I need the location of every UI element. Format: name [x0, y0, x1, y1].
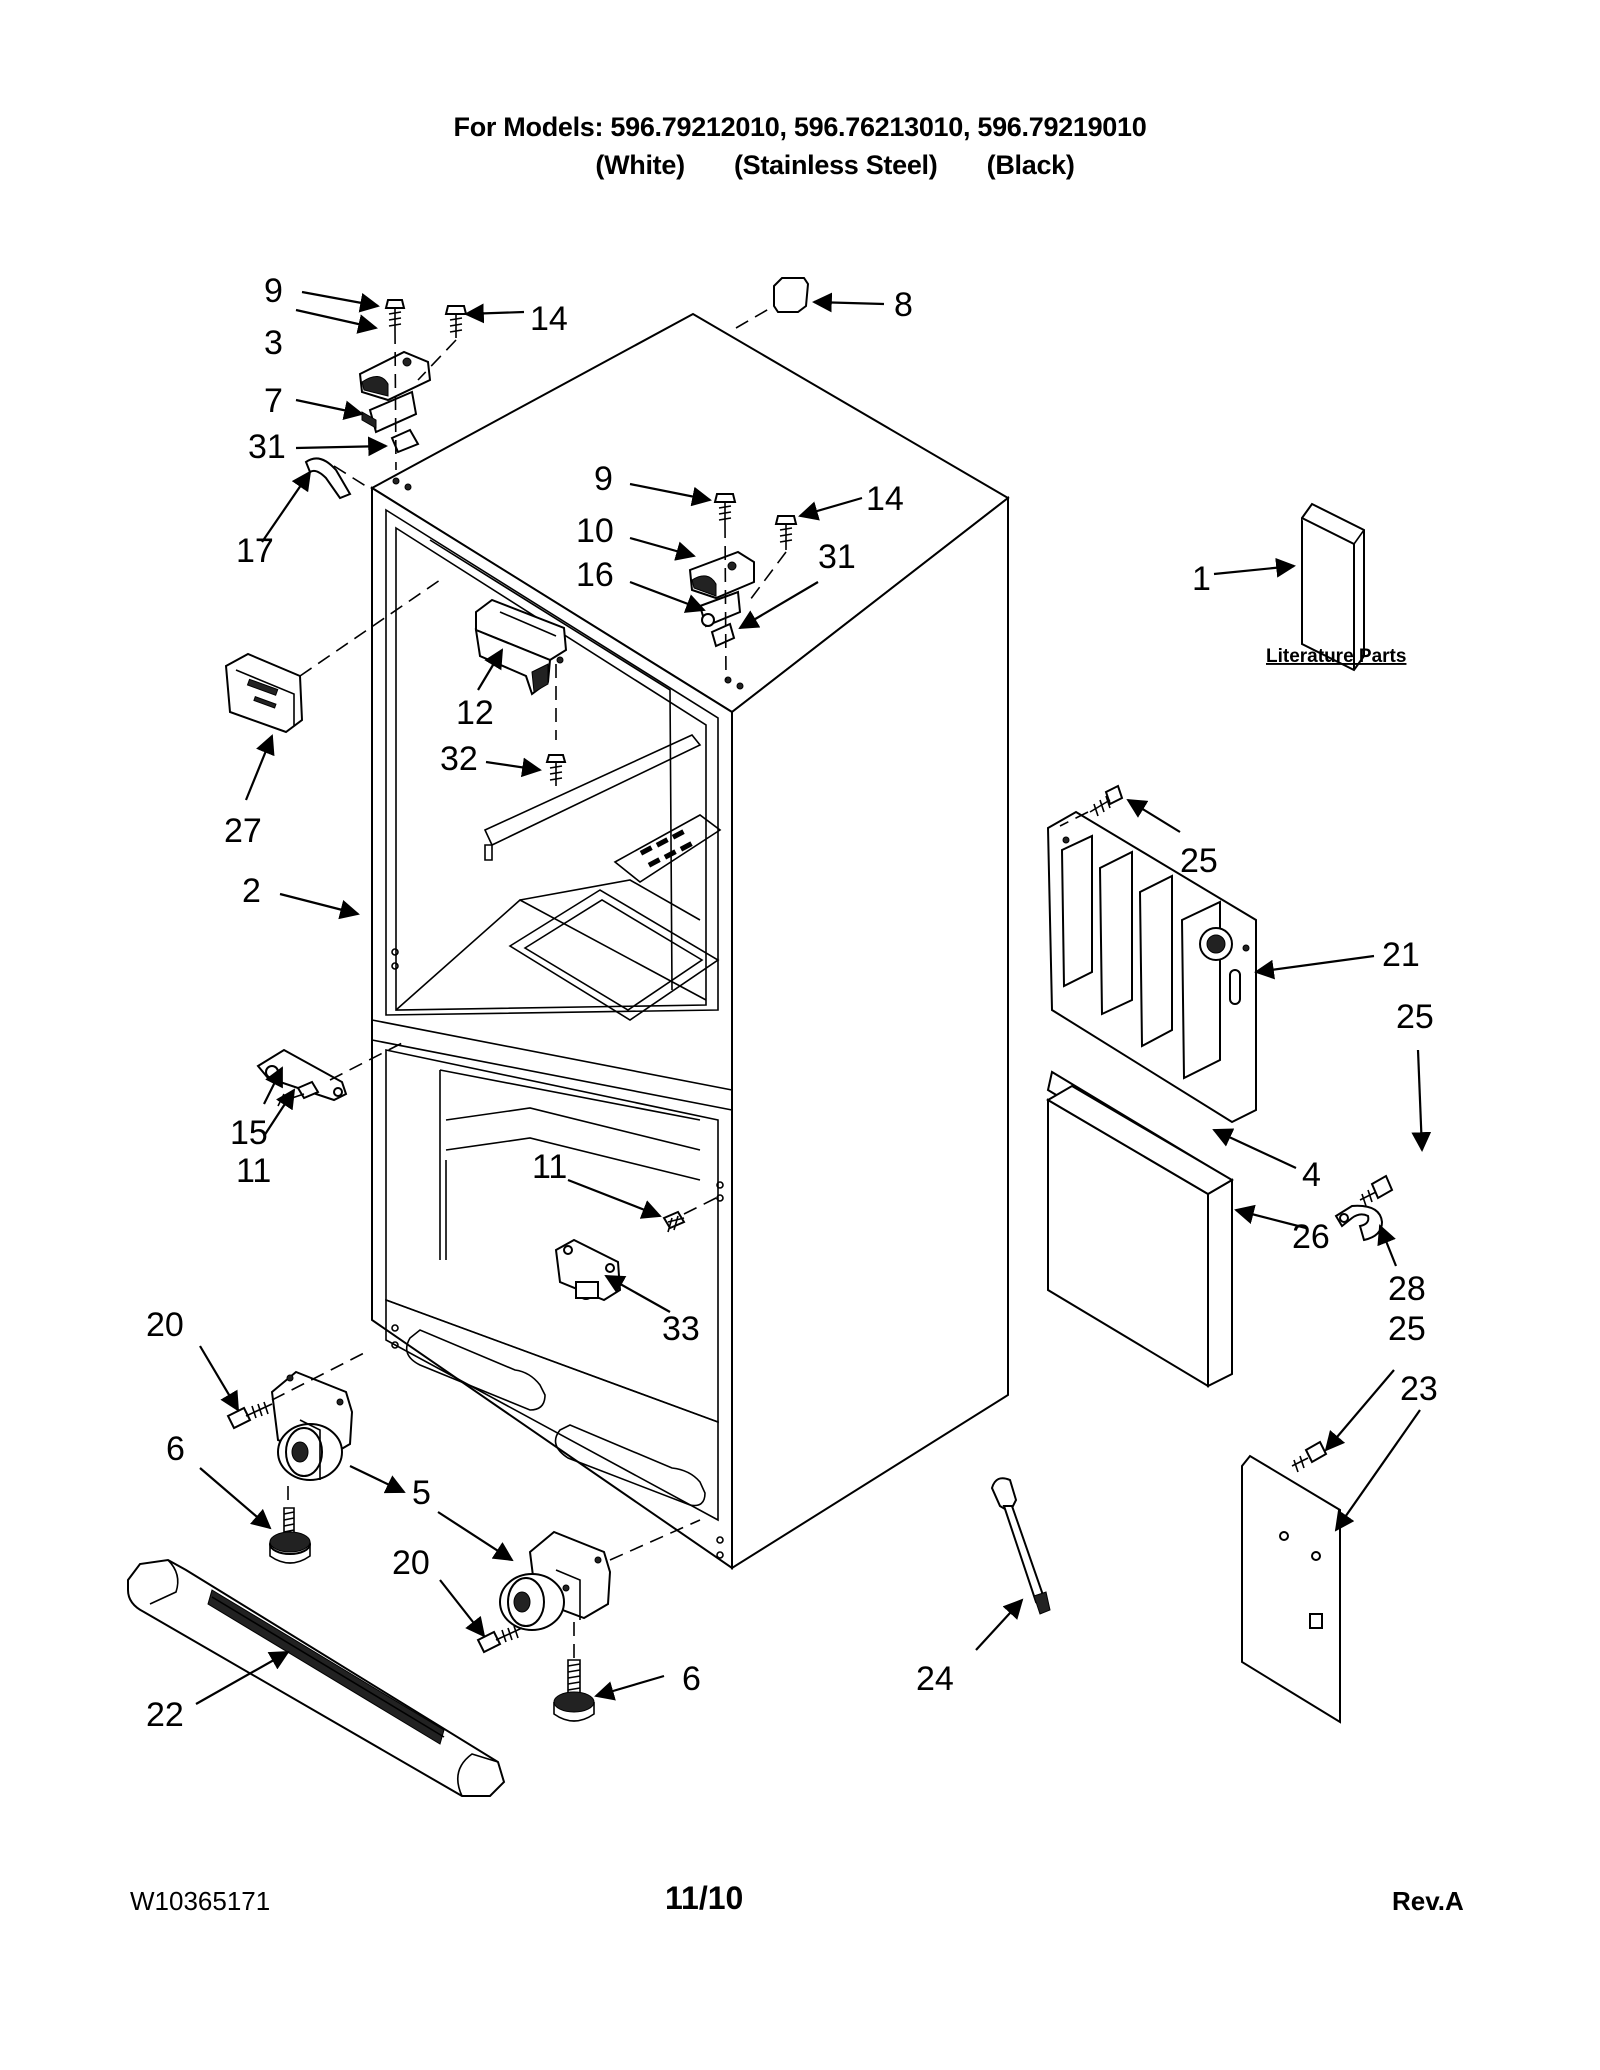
callout-6-left: 6: [166, 1430, 185, 1468]
revision-label: Rev.A: [1392, 1886, 1464, 1916]
control-panel-overlay: [224, 579, 441, 734]
callout-9-left: 9: [264, 272, 283, 310]
label-8-patch: [773, 277, 810, 313]
callout-8: 8: [894, 286, 913, 324]
callout-5: 5: [412, 1474, 431, 1512]
callout-25-low: 25: [1388, 1310, 1426, 1348]
callout-4: 4: [1302, 1156, 1321, 1194]
callout-31-right: 31: [818, 538, 856, 576]
callout-26: 26: [1292, 1218, 1330, 1256]
callout-9-right: 9: [594, 460, 613, 498]
callout-22: 22: [146, 1696, 184, 1734]
compressor-access-cover: [1241, 1440, 1341, 1724]
models-line: For Models: 596.79212010, 596.76213010, …: [453, 112, 1147, 142]
color-white: (White): [595, 150, 685, 180]
callout-10: 10: [576, 512, 614, 550]
callout-17: 17: [236, 532, 274, 570]
callout-21: 21: [1382, 936, 1420, 974]
document-date: 11/10: [665, 1880, 744, 1916]
callout-24: 24: [916, 1660, 954, 1698]
callout-27: 27: [224, 812, 262, 850]
callout-3: 3: [264, 324, 283, 362]
callout-6-right: 6: [682, 1660, 701, 1698]
right-top-hinge: [688, 493, 798, 681]
callout-11-left: 11: [236, 1152, 271, 1190]
callout-15: 15: [230, 1114, 268, 1152]
callout-20-right: 20: [392, 1544, 430, 1582]
left-top-hinge: [304, 299, 468, 500]
lower-hinge-bracket: [554, 1195, 721, 1302]
callout-12: 12: [456, 694, 494, 732]
callout-7: 7: [264, 382, 283, 420]
callout-25-mid: 25: [1396, 998, 1434, 1036]
callout-numbers: 9 14 3 7 31 17 8 9 14 10 16 31 1 12 32 2…: [146, 272, 1438, 1734]
color-black: (Black): [986, 150, 1075, 180]
left-roller-assembly: [226, 1349, 371, 1564]
callout-1: 1: [1192, 560, 1211, 598]
literature-parts-label: Literature Parts: [1266, 646, 1406, 667]
base-grille: [127, 1558, 506, 1797]
leader-lines: [195, 290, 1432, 1705]
literature-manual: [1301, 502, 1365, 672]
callout-11-right: 11: [532, 1148, 567, 1186]
rear-panel: [1046, 1084, 1234, 1388]
tubing-clip: [1334, 1174, 1394, 1242]
control-housing: [474, 598, 568, 786]
right-roller-assembly: [476, 1519, 701, 1722]
model-colors: (White) (Stainless Steel) (Black): [0, 150, 1600, 181]
callout-23: 23: [1400, 1370, 1438, 1408]
document-number: W10365171: [130, 1886, 271, 1916]
leveling-wrench: [990, 1477, 1051, 1615]
callout-32: 32: [440, 740, 478, 778]
callout-16: 16: [576, 556, 614, 594]
rear-access-grille: [1046, 784, 1257, 1124]
callout-31-left: 31: [248, 428, 286, 466]
callout-2: 2: [242, 872, 261, 910]
callout-33: 33: [662, 1310, 700, 1348]
callout-14-right: 14: [866, 480, 904, 518]
callout-25-top: 25: [1180, 842, 1218, 880]
color-stainless: (Stainless Steel): [733, 150, 938, 180]
refrigerator-cabinet: [370, 312, 1010, 1570]
callout-14-left: 14: [530, 300, 568, 338]
callout-20-left: 20: [146, 1306, 184, 1344]
callout-28: 28: [1388, 1270, 1426, 1308]
